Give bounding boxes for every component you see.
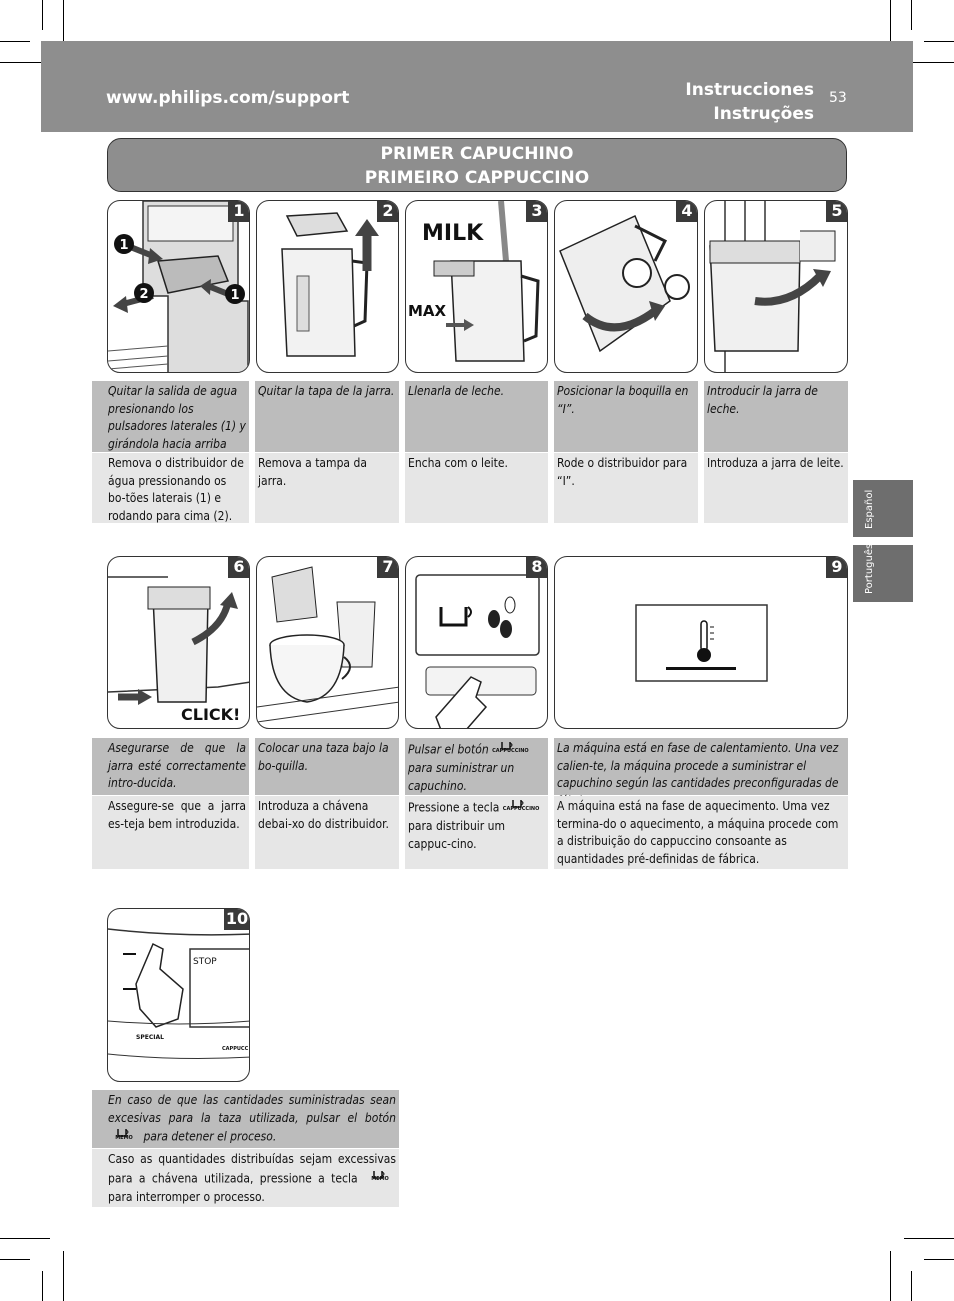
tab-portugues[interactable]: Português: [853, 544, 913, 602]
step-4-illustration: 4: [554, 200, 698, 373]
page-number: 53: [829, 90, 847, 106]
svg-text:1: 1: [230, 288, 239, 303]
crop-mark: [63, 1251, 64, 1301]
step-5-illustration: 5: [704, 200, 848, 373]
step-number: 7: [377, 557, 398, 578]
crop-mark: [911, 0, 912, 30]
crop-mark: [924, 41, 954, 42]
step-number: 9: [826, 557, 847, 578]
crop-mark: [63, 0, 64, 50]
crop-mark: [42, 1271, 43, 1301]
cappuccino-button-icon: CAPPUCCINO: [492, 740, 529, 760]
step-2-illustration: 2: [256, 200, 399, 373]
step-number: 2: [377, 201, 398, 222]
step-10-illustration: STOP SPECIAL CAPPUCC 10: [107, 908, 250, 1082]
svg-text:2: 2: [139, 287, 148, 302]
stop-label: STOP: [193, 957, 217, 967]
crop-mark: [911, 1271, 912, 1301]
step-number: 1: [228, 201, 249, 222]
step-4-pt: Rode o distribuidor para “I”.: [554, 453, 698, 523]
cappuccino-button-icon: CAPPUCCINO: [503, 798, 539, 818]
step-8-illustration: 8: [405, 556, 548, 729]
header-title-es: Instrucciones: [685, 80, 814, 100]
crop-mark: [890, 0, 891, 50]
svg-text:1: 1: [119, 238, 128, 253]
step-number: 4: [676, 201, 697, 222]
step-9-pt: A máquina está na fase de aquecimento. U…: [554, 796, 848, 869]
milk-label: MILK: [422, 221, 484, 246]
step-5-pt: Introduza a jarra de leite.: [704, 453, 848, 523]
step-7-illustration: 7: [256, 556, 399, 729]
step-number: 3: [526, 201, 547, 222]
memo-button-icon: MEMO: [364, 1169, 396, 1189]
step-6-illustration: CLICK! 6: [107, 556, 250, 729]
page-header: [41, 41, 913, 132]
section-title: PRIMER CAPUCHINO PRIMEIRO CAPPUCCINO: [107, 138, 847, 192]
step-3-es: Llenarla de leche.: [405, 381, 548, 452]
crop-mark: [890, 1251, 891, 1301]
step-3-illustration: MILK MAX 3: [405, 200, 548, 373]
step-9-es: La máquina está en fase de calentamiento…: [554, 738, 848, 808]
step-2-pt: Remova a tampa da jarra.: [255, 453, 399, 523]
step-4-es: Posicionar la boquilla en “I”.: [554, 381, 698, 452]
step-1-illustration: 1 2 1 1: [107, 200, 250, 373]
header-titles: Instrucciones Instruções: [685, 78, 814, 126]
step-number: 6: [228, 557, 249, 578]
crop-mark: [42, 0, 43, 30]
step-9-illustration: 9: [554, 556, 848, 729]
max-label: MAX: [408, 302, 447, 320]
step-10-pt: Caso as quantidades distribuídas sejam e…: [92, 1149, 399, 1207]
step-7-es: Colocar una taza bajo la bo-quilla.: [255, 738, 399, 795]
step-5-es: Introducir la jarra de leche.: [704, 381, 848, 452]
step-8-es: Pulsar el botón CAPPUCCINO para suminist…: [405, 738, 548, 795]
step-6-es: Asegurarse de que la jarra esté correcta…: [92, 738, 249, 795]
step-1-pt: Remova o distribuidor de água pressionan…: [92, 453, 249, 523]
section-title-es: PRIMER CAPUCHINO: [380, 144, 574, 164]
step-number: 10: [224, 909, 249, 930]
header-title-pt: Instruções: [713, 104, 814, 124]
special-label: SPECIAL: [136, 1034, 164, 1041]
cappuccino-label: CAPPUCC: [222, 1046, 249, 1052]
section-title-pt: PRIMEIRO CAPPUCCINO: [364, 168, 590, 188]
memo-button-icon: MEMO: [108, 1127, 140, 1147]
step-10-es: En caso de que las cantidades suministra…: [92, 1090, 399, 1148]
crop-mark: [0, 62, 50, 63]
step-6-pt: Assegure-se que a jarra es-teja bem intr…: [92, 796, 249, 869]
step-1-es: Quitar la salida de agua presionando los…: [92, 381, 249, 468]
crop-mark: [904, 1238, 954, 1239]
tab-espanol[interactable]: Español: [853, 480, 913, 537]
step-3-pt: Encha com o leite.: [405, 453, 548, 523]
step-8-pt: Pressione a tecla CAPPUCCINO para distri…: [405, 796, 548, 869]
crop-mark: [0, 1259, 30, 1260]
crop-mark: [924, 1259, 954, 1260]
step-2-es: Quitar la tapa de la jarra.: [255, 381, 399, 452]
crop-mark: [0, 41, 30, 42]
support-url[interactable]: www.philips.com/support: [106, 88, 350, 108]
crop-mark: [904, 62, 954, 63]
crop-mark: [0, 1238, 50, 1239]
step-7-pt: Introduza a chávena debai-xo do distribu…: [255, 796, 399, 869]
step-number: 5: [826, 201, 847, 222]
step-number: 8: [526, 557, 547, 578]
click-label: CLICK!: [181, 705, 240, 724]
